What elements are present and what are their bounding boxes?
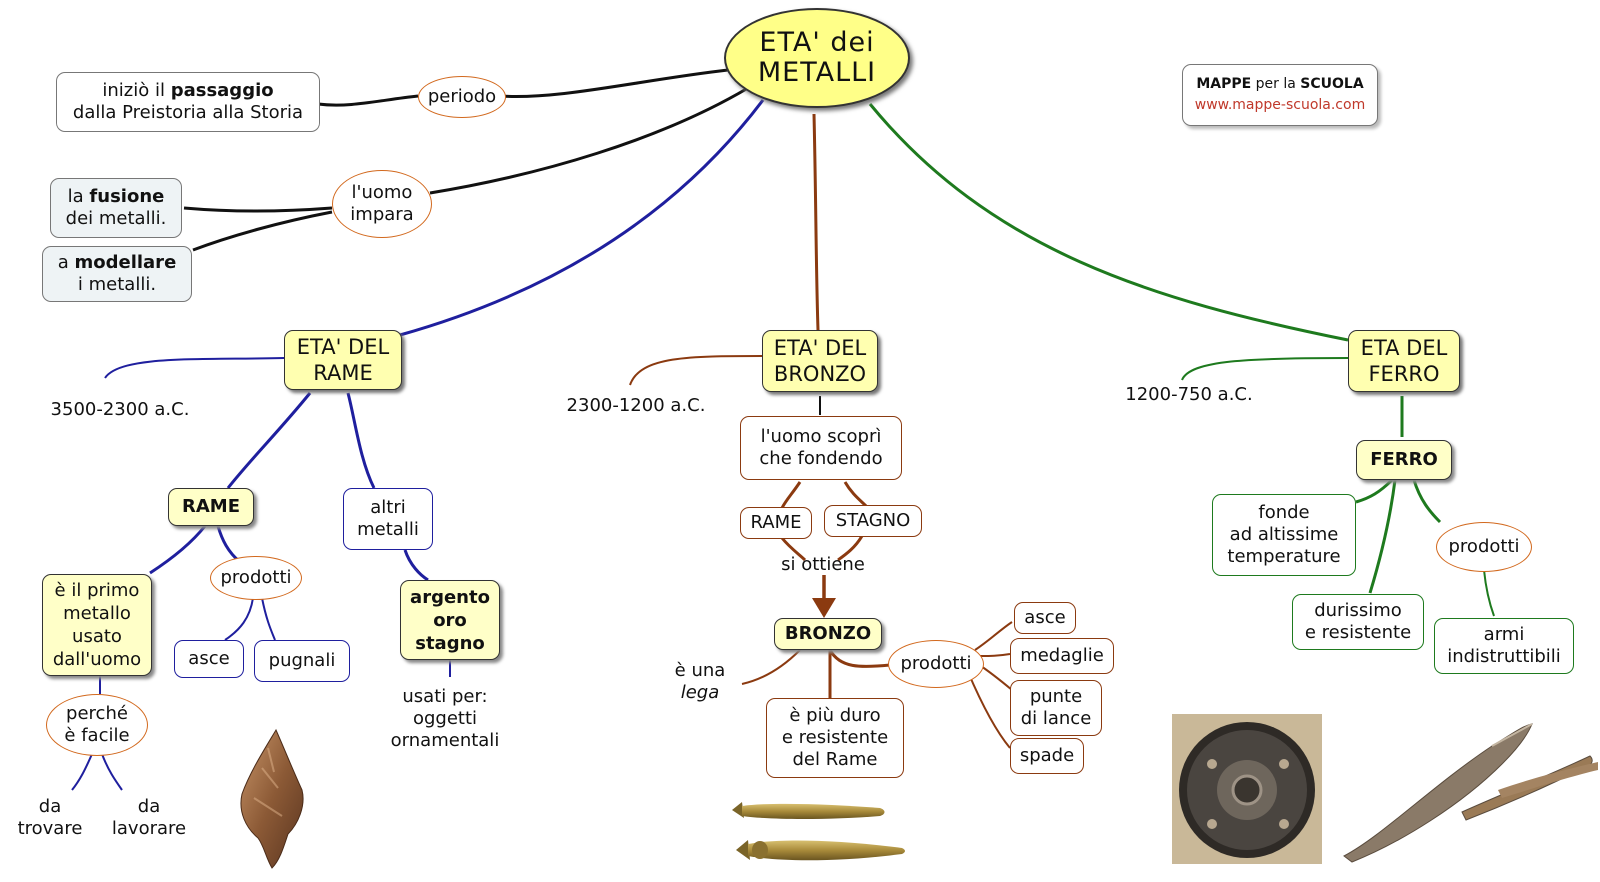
eta-rame-node[interactable]: ETA' DEL RAME	[284, 330, 402, 390]
argento-node[interactable]: argento oro stagno	[400, 580, 500, 660]
durissimo-node[interactable]: durissimo e resistente	[1292, 594, 1424, 650]
link-ferro-date	[1181, 357, 1349, 381]
iron-shield-image	[1172, 714, 1322, 864]
link-perche-trovare	[71, 753, 93, 791]
bronzo-punte-node[interactable]: punte di lance	[1010, 680, 1102, 736]
eta-ferro-node[interactable]: ETA DEL FERRO	[1348, 330, 1460, 392]
link-impara-fusione	[183, 206, 333, 213]
scopri-node[interactable]: l'uomo scoprì che fondendo	[740, 416, 902, 480]
link-altri-argento	[403, 549, 429, 582]
link-scopri-stagno	[843, 481, 868, 508]
link-bronzo-lega	[741, 649, 801, 685]
ferro-prodotti-node[interactable]: prodotti	[1436, 522, 1532, 572]
trovare-node: da trovare	[17, 796, 83, 839]
bronzo-spade-node[interactable]: spade	[1010, 738, 1084, 774]
link-prodotti-asce-b	[974, 621, 1013, 651]
link-prodotti-pugnali	[261, 597, 276, 641]
bronzo-metal-node[interactable]: BRONZO	[774, 618, 882, 650]
credit-box[interactable]: MAPPE per la SCUOLA www.mappe-scuola.com	[1182, 64, 1378, 126]
rame-asce-node[interactable]: asce	[174, 640, 244, 678]
eta-bronzo-node[interactable]: ETA' DEL BRONZO	[762, 330, 878, 392]
armi-node[interactable]: armi indistruttibili	[1434, 618, 1574, 674]
ferro-metal-node[interactable]: FERRO	[1356, 440, 1452, 480]
duro-node[interactable]: è più duro e resistente del Rame	[766, 698, 904, 778]
perche-node[interactable]: perché è facile	[46, 694, 148, 756]
link-main-rame	[399, 99, 765, 337]
link-prodotti-armi	[1483, 569, 1495, 617]
ferro-date: 1200-750 a.C.	[1125, 384, 1253, 405]
link-perche-lavorare	[101, 753, 123, 791]
link-prodotti-medaglie	[979, 653, 1011, 657]
link-main-ferro	[868, 103, 1349, 342]
link-rame-date	[104, 357, 285, 379]
bronzo-rame-node[interactable]: RAME	[740, 507, 812, 539]
periodo-node[interactable]: periodo	[418, 76, 506, 118]
link-scopri-rame	[780, 481, 802, 509]
bronze-daggers-image	[732, 802, 905, 861]
rame-pugnali-node[interactable]: pugnali	[254, 640, 350, 682]
altri-metalli-node[interactable]: altri metalli	[343, 488, 433, 550]
copper-arrowhead-image	[240, 728, 304, 869]
link-bronzo-date	[629, 355, 763, 386]
fusione-node[interactable]: la fusione dei metalli.	[50, 178, 182, 238]
link-metal-fonde	[1355, 478, 1394, 504]
passaggio-node[interactable]: iniziò il passaggio dalla Preistoria all…	[56, 72, 320, 132]
usati-node: usati per: oggetti ornamentali	[390, 686, 500, 751]
lavorare-node: da lavorare	[111, 796, 187, 839]
title-line2: METALLI	[757, 57, 877, 88]
rame-metal-node[interactable]: RAME	[168, 488, 254, 526]
link-prodotti-asce	[224, 597, 254, 641]
title-line1: ETA' dei	[759, 27, 875, 58]
fonde-node[interactable]: fonde ad altissime temperature	[1212, 494, 1356, 576]
link-rame-altri	[346, 392, 376, 489]
title-node[interactable]: ETA' dei METALLI	[724, 8, 910, 108]
impara-node[interactable]: l'uomo impara	[332, 170, 432, 238]
link-metal-prodotti	[1412, 479, 1442, 524]
link-metal-prodotti	[216, 525, 241, 564]
bronzo-date: 2300-1200 a.C.	[566, 395, 706, 416]
credit-brand: MAPPE per la SCUOLA	[1196, 76, 1364, 92]
bronzo-medaglie-node[interactable]: medaglie	[1010, 638, 1114, 674]
rame-date: 3500-2300 a.C.	[50, 399, 190, 420]
link-bronzo-prodotti	[828, 649, 891, 668]
link-metal-durissimo	[1368, 479, 1397, 594]
link-impara-modellare	[192, 210, 333, 252]
iron-spearheads-image	[1343, 723, 1598, 863]
link-metal-primo	[149, 525, 207, 575]
credit-url[interactable]: www.mappe-scuola.com	[1194, 97, 1366, 113]
link-main-bronzo	[812, 113, 820, 331]
bronzo-asce-node[interactable]: asce	[1014, 602, 1076, 634]
link-main-periodo	[499, 68, 729, 98]
bronzo-stagno-node[interactable]: STAGNO	[824, 505, 922, 537]
rame-prodotti-node[interactable]: prodotti	[210, 556, 302, 600]
link-rame-ottiene	[780, 537, 807, 562]
link-main-impara	[429, 86, 749, 195]
ottiene-node: si ottiene	[781, 554, 865, 575]
lega-node: è una lega	[674, 660, 726, 703]
link-periodo-passaggio	[317, 94, 419, 107]
link-rame-metal	[226, 392, 312, 489]
arrow-head	[812, 598, 836, 618]
primo-metallo-node[interactable]: è il primo metallo usato dall'uomo	[42, 574, 152, 676]
modellare-node[interactable]: a modellare i metalli.	[42, 246, 192, 302]
link-prodotti-spade	[967, 671, 1011, 749]
bronzo-prodotti-node[interactable]: prodotti	[888, 640, 984, 688]
link-stagno-ottiene	[837, 535, 864, 562]
